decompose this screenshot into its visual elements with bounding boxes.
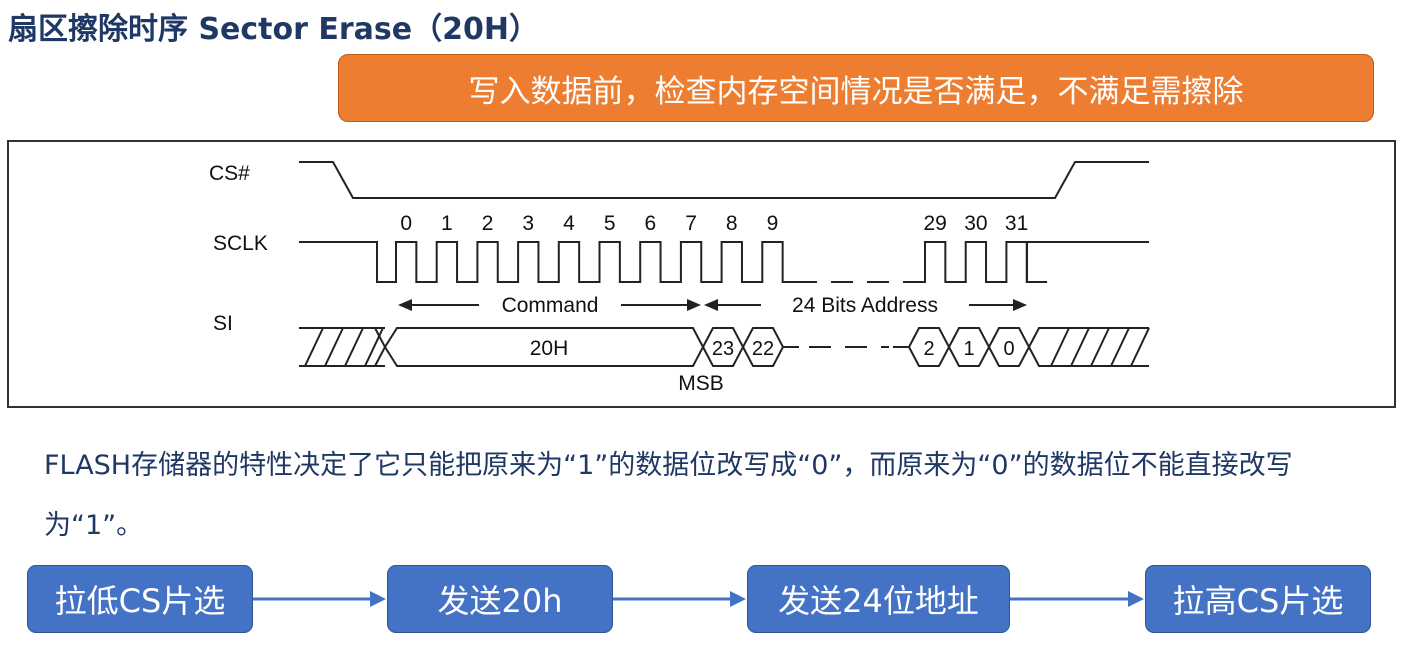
- command-arrow-right: [687, 299, 701, 311]
- clock-label-29: 29: [923, 212, 946, 235]
- si-bit-2: 2: [923, 338, 934, 360]
- si-hatch-right-3: [1110, 327, 1130, 367]
- clock-label-3: 3: [522, 212, 534, 235]
- flash-characteristic-text: FLASH存储器的特性决定了它只能把原来为“1”的数据位改写成“0”，而原来为“…: [44, 450, 1293, 541]
- si-bit-0: 0: [1003, 338, 1014, 360]
- clock-label-4: 4: [563, 212, 575, 235]
- si-bit-1: 1: [963, 338, 974, 360]
- flow-arrow-3: [1010, 591, 1144, 607]
- clock-label-5: 5: [604, 212, 616, 235]
- step-send-command-label: 发送20h: [437, 582, 563, 620]
- si-hatch-left-3: [364, 327, 384, 367]
- si-bit-22: 22: [752, 338, 774, 360]
- si-hatch-left-1: [324, 327, 344, 367]
- step-send-command: 发送20h: [387, 565, 613, 633]
- command-arrow-left: [398, 299, 412, 311]
- cs-waveform: [299, 161, 1149, 199]
- msb-label: MSB: [678, 372, 724, 395]
- address-arrow-left: [704, 299, 718, 311]
- si-hatch-right-2: [1090, 327, 1110, 367]
- command-label: Command: [502, 294, 599, 317]
- step-send-address-label: 发送24位地址: [778, 582, 979, 620]
- si-bit-23: 23: [712, 338, 734, 360]
- step-cs-high: 拉高CS片选: [1145, 565, 1371, 633]
- si-exit-upper: [1028, 327, 1049, 348]
- clock-label-31: 31: [1005, 212, 1028, 235]
- si-exit-lower: [1028, 346, 1049, 367]
- flow-arrow-1: [253, 591, 386, 607]
- signal-label-sclk: SCLK: [213, 232, 268, 255]
- si-hatch-right-4: [1130, 327, 1150, 367]
- clock-label-6: 6: [645, 212, 657, 235]
- sclk-waveform-left: [299, 241, 803, 283]
- clock-label-30: 30: [964, 212, 987, 235]
- clock-label-2: 2: [482, 212, 494, 235]
- erase-note-text: 写入数据前，检查内存空间情况是否满足，不满足需擦除: [468, 73, 1244, 110]
- address-arrow-right: [1013, 299, 1027, 311]
- clock-label-1: 1: [441, 212, 453, 235]
- erase-note-banner: 写入数据前，检查内存空间情况是否满足，不满足需擦除: [338, 54, 1374, 122]
- clock-label-9: 9: [767, 212, 779, 235]
- signal-label-si: SI: [213, 312, 233, 335]
- si-hatch-right-0: [1050, 327, 1070, 367]
- flow-arrows: [253, 591, 1144, 607]
- clock-label-8: 8: [726, 212, 738, 235]
- step-cs-low: 拉低CS片选: [27, 565, 253, 633]
- address-label: 24 Bits Address: [792, 294, 938, 317]
- step-cs-high-label: 拉高CS片选: [1172, 582, 1344, 620]
- sclk-waveform-right: [909, 241, 1048, 283]
- step-cs-low-label: 拉低CS片选: [54, 582, 226, 620]
- clock-label-7: 7: [685, 212, 697, 235]
- si-hatch-right-1: [1070, 327, 1090, 367]
- si-hatch-left-2: [344, 327, 364, 367]
- step-send-address: 发送24位地址: [747, 565, 1010, 633]
- page-title: 扇区擦除时序 Sector Erase（20H）: [8, 12, 539, 47]
- flow-arrow-2: [613, 591, 746, 607]
- si-hatch-left-0: [304, 327, 324, 367]
- si-command-value: 20H: [530, 337, 569, 360]
- clock-label-0: 0: [400, 212, 412, 235]
- signal-label-cs: CS#: [209, 162, 250, 185]
